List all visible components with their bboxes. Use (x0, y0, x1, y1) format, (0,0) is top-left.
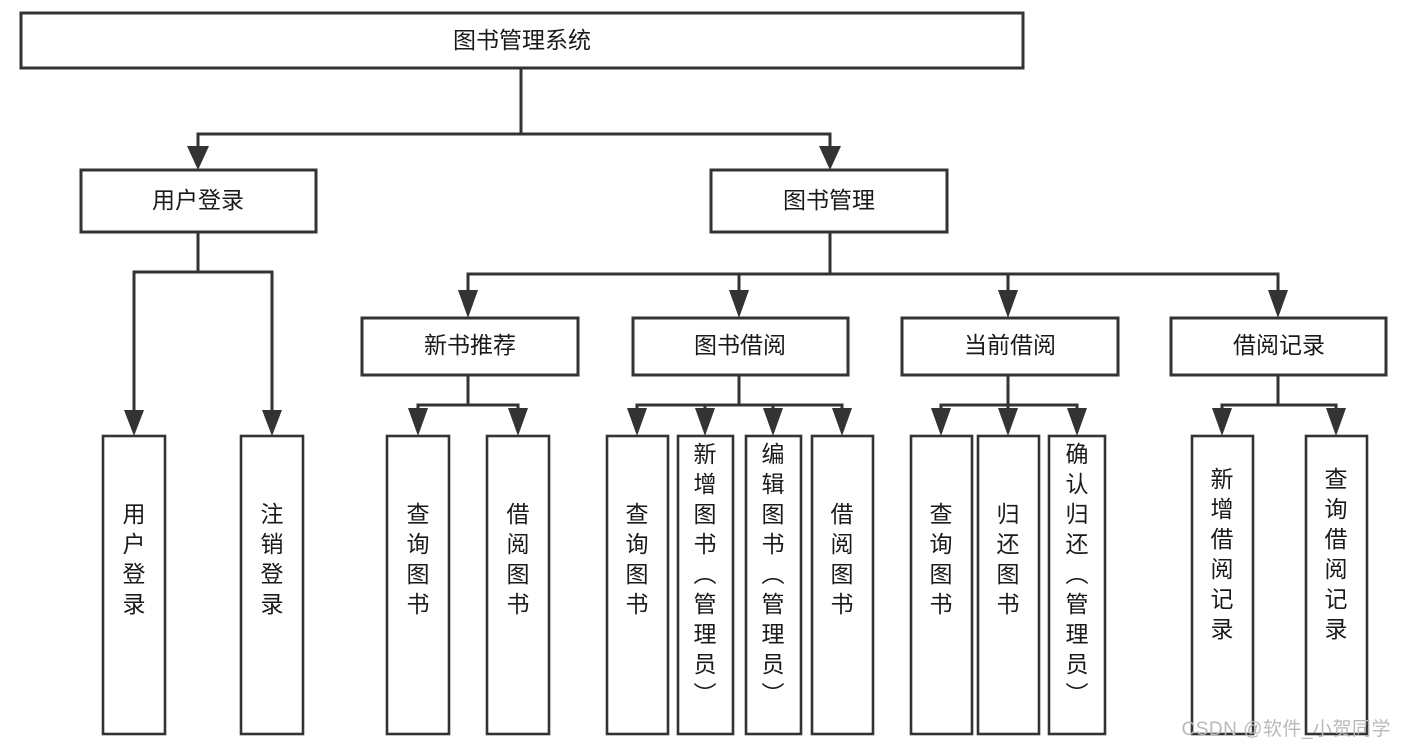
node-leaf-return-book-label: 归还图书 (997, 501, 1020, 617)
arrow-head-new-book-rec (458, 290, 478, 318)
node-leaf-query-book-1-label: 查询图书 (407, 501, 430, 617)
node-current-borrow-box (900, 316, 1120, 377)
node-leaf-add-book[interactable]: 新增图书︵管理员︶ (676, 434, 735, 736)
node-leaf-logout-box (239, 434, 305, 736)
node-leaf-user-login[interactable]: 用户登录 (101, 434, 167, 736)
node-leaf-edit-book[interactable]: 编辑图书︵管理员︶ (744, 434, 803, 736)
node-borrow-record-label: 借阅记录 (1233, 332, 1325, 358)
node-leaf-edit-book-label: 编辑图书︵管理员︶ (762, 441, 785, 707)
node-user-login[interactable]: 用户登录 (79, 168, 318, 234)
node-leaf-query-book-2-label: 查询图书 (626, 501, 649, 617)
arrow-head-current-borrow (998, 290, 1018, 318)
arrow-head-leaf-return-book (998, 408, 1018, 436)
node-new-book-rec[interactable]: 新书推荐 (360, 316, 580, 377)
arrow-head-borrow-record (1268, 290, 1288, 318)
node-leaf-query-record-label: 查询借阅记录 (1325, 466, 1348, 642)
node-leaf-query-book-1-box (385, 434, 451, 736)
arrow-head-leaf-borrow-book-1 (508, 408, 528, 436)
node-leaf-borrow-book-2-label: 借阅图书 (831, 501, 854, 617)
node-new-book-rec-label: 新书推荐 (424, 332, 516, 358)
node-leaf-add-record[interactable]: 新增借阅记录 (1190, 434, 1255, 736)
node-leaf-query-book-1[interactable]: 查询图书 (385, 434, 451, 736)
node-leaf-query-book-3[interactable]: 查询图书 (909, 434, 974, 736)
arrow-head-leaf-edit-book (763, 408, 783, 436)
node-leaf-add-book-box (676, 434, 735, 736)
node-leaf-user-login-label: 用户登录 (123, 501, 146, 617)
node-leaf-add-record-label: 新增借阅记录 (1211, 466, 1234, 642)
arrow-head-leaf-query-book-2 (627, 408, 647, 436)
node-leaf-query-record[interactable]: 查询借阅记录 (1304, 434, 1369, 736)
node-leaf-borrow-book-1-label: 借阅图书 (507, 501, 530, 617)
node-book-manage-label: 图书管理 (783, 187, 875, 213)
arrow-head-user-login (187, 146, 209, 170)
arrow-head-leaf-query-book-1 (408, 408, 428, 436)
node-leaf-borrow-book-1-box (485, 434, 551, 736)
arrow-head-leaf-add-book (695, 408, 715, 436)
node-leaf-user-login-box (101, 434, 167, 736)
node-borrow-record[interactable]: 借阅记录 (1169, 316, 1388, 377)
node-leaf-borrow-book-2[interactable]: 借阅图书 (810, 434, 875, 736)
node-current-borrow[interactable]: 当前借阅 (900, 316, 1120, 377)
node-leaf-edit-book-box (744, 434, 803, 736)
csdn-watermark: CSDN @软件_小贺同学 (1181, 719, 1391, 740)
node-root-box (19, 11, 1025, 70)
node-book-manage[interactable]: 图书管理 (709, 168, 949, 234)
node-book-manage-box (709, 168, 949, 234)
node-book-borrow[interactable]: 图书借阅 (631, 316, 850, 377)
node-leaf-query-book-2-box (605, 434, 670, 736)
node-root-label: 图书管理系统 (453, 27, 591, 53)
node-new-book-rec-box (360, 316, 580, 377)
arrow-head-leaf-user-login (124, 410, 144, 436)
node-leaf-add-book-label: 新增图书︵管理员︶ (694, 441, 717, 707)
arrow-head-leaf-logout (262, 410, 282, 436)
node-current-borrow-label: 当前借阅 (964, 332, 1056, 358)
node-leaf-confirm-return[interactable]: 确认归还︵管理员︶ (1047, 434, 1107, 736)
node-leaf-confirm-return-box (1047, 434, 1107, 736)
node-book-borrow-box (631, 316, 850, 377)
arrow-head-leaf-borrow-book-2 (832, 408, 852, 436)
arrow-head-leaf-confirm-return (1067, 408, 1087, 436)
node-leaf-query-book-3-label: 查询图书 (930, 501, 953, 617)
node-leaf-logout-label: 注销登录 (261, 501, 284, 617)
node-leaf-query-record-box (1304, 434, 1369, 736)
node-leaf-return-book[interactable]: 归还图书 (976, 434, 1041, 736)
node-leaf-query-book-3-box (909, 434, 974, 736)
arrow-head-book-manage (819, 146, 841, 170)
node-leaf-borrow-book-1[interactable]: 借阅图书 (485, 434, 551, 736)
node-leaf-logout[interactable]: 注销登录 (239, 434, 305, 736)
node-leaf-borrow-book-2-box (810, 434, 875, 736)
node-leaf-return-book-box (976, 434, 1041, 736)
node-leaf-add-record-box (1190, 434, 1255, 736)
node-leaf-confirm-return-label: 确认归还︵管理员︶ (1066, 441, 1089, 707)
arrow-head-leaf-add-record (1212, 408, 1232, 436)
node-book-borrow-label: 图书借阅 (694, 332, 786, 358)
node-root-book-management-system[interactable]: 图书管理系统 (19, 11, 1025, 70)
edges-layer (124, 66, 1346, 436)
node-borrow-record-box (1169, 316, 1388, 377)
node-leaf-query-book-2[interactable]: 查询图书 (605, 434, 670, 736)
arrow-head-leaf-query-book-3 (931, 408, 951, 436)
arrow-head-leaf-query-record (1326, 408, 1346, 436)
node-user-login-box (79, 168, 318, 234)
arrow-head-book-borrow (729, 290, 749, 318)
node-user-login-label: 用户登录 (152, 187, 244, 213)
